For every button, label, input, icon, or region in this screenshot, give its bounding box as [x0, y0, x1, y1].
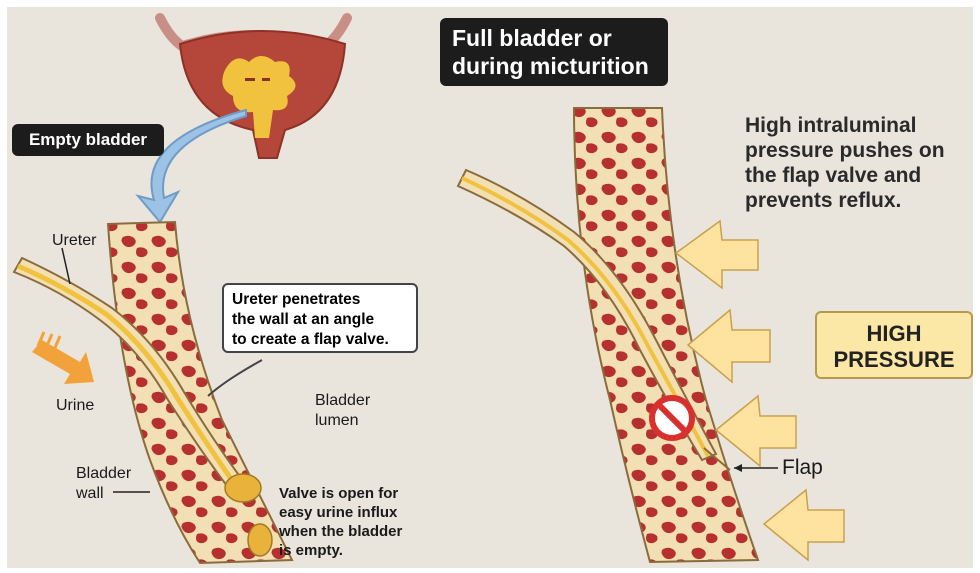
bladder-lumen-line-1: Bladder [315, 391, 370, 411]
bladder-wall-label: Bladder wall [76, 464, 131, 504]
flap-label: Flap [782, 456, 823, 480]
valve-open-note: Valve is open for easy urine influx when… [279, 484, 469, 560]
high-pressure-badge: HIGH PRESSURE [815, 311, 973, 379]
urine-label: Urine [56, 397, 94, 415]
bladder-lumen-line-2: lumen [315, 411, 370, 431]
pressure-note-line-4: prevents reflux. [745, 188, 977, 213]
full-bladder-tag: Full bladder or during micturition [440, 18, 668, 86]
pressure-note-line-3: the flap valve and [745, 163, 977, 188]
pressure-note-line-2: pressure pushes on [745, 138, 977, 163]
high-pressure-line-1: HIGH [817, 321, 971, 347]
ureter-label: Ureter [52, 232, 96, 250]
full-bladder-line-1: Full bladder or [452, 24, 668, 52]
pressure-note: High intraluminal pressure pushes on the… [745, 113, 977, 213]
full-bladder-line-2: during micturition [452, 52, 668, 80]
no-reflux-icon [652, 398, 692, 438]
valve-note-line-4: is empty. [279, 541, 469, 560]
valve-note-line-3: when the bladder [279, 522, 469, 541]
flap-valve-callout: Ureter penetrates the wall at an angle t… [222, 283, 418, 353]
high-pressure-line-2: PRESSURE [817, 347, 971, 373]
bladder-lumen-label: Bladder lumen [315, 391, 370, 431]
bladder-wall-line-1: Bladder [76, 464, 131, 484]
callout-line-3: to create a flap valve. [232, 330, 410, 350]
callout-line-1: Ureter penetrates [232, 290, 410, 310]
empty-bladder-tag: Empty bladder [12, 124, 164, 156]
callout-line-2: the wall at an angle [232, 310, 410, 330]
pressure-note-line-1: High intraluminal [745, 113, 977, 138]
bladder-wall-line-2: wall [76, 484, 131, 504]
valve-note-line-2: easy urine influx [279, 503, 469, 522]
valve-note-line-1: Valve is open for [279, 484, 469, 503]
